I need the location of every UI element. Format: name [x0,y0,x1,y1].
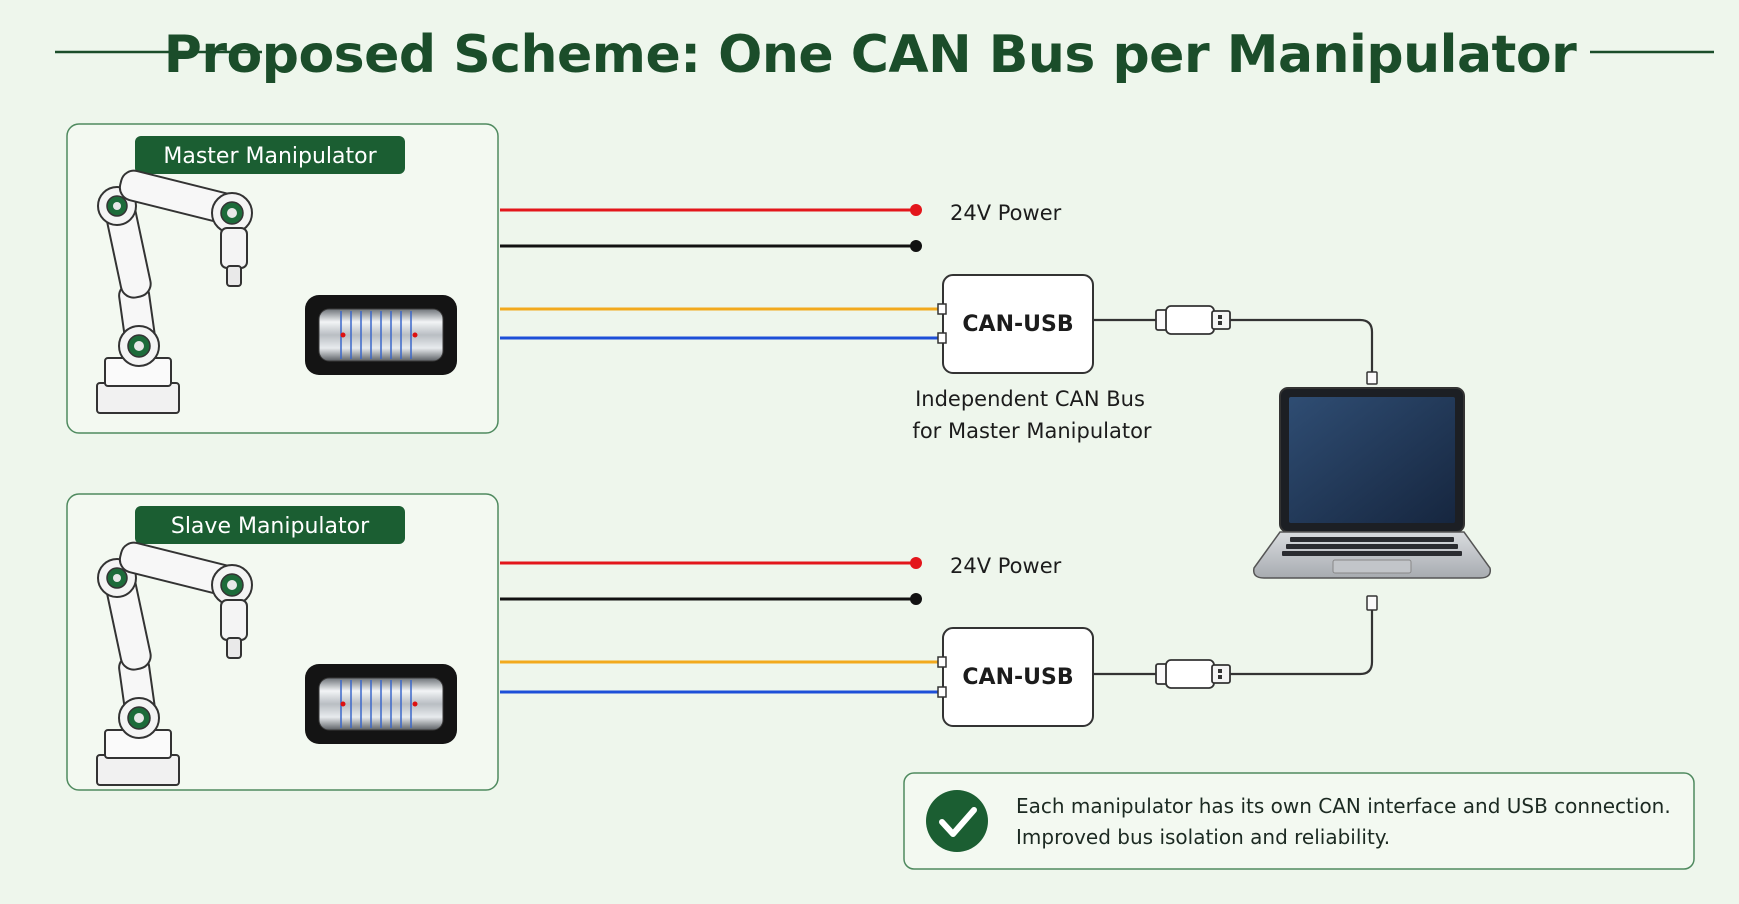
slave-usb-plug-icon [1155,659,1231,689]
slave-power-label: 24V Power [950,554,1062,578]
slave-adapter-label: CAN-USB [962,665,1073,690]
master-usb-plug-icon [1155,305,1231,335]
note-line2: Improved bus isolation and reliability. [1016,825,1390,849]
master-motor-icon [304,294,458,376]
slave-power-negative-terminal [910,593,922,605]
bus-caption-line2: for Master Manipulator [912,419,1151,443]
master-panel-title: Master Manipulator [163,144,377,169]
master-usb-cable-to-laptop [1230,318,1374,372]
note-line1: Each manipulator has its own CAN interfa… [1016,794,1671,818]
master-panel-badge [135,136,405,174]
slave-motor-icon [304,663,458,745]
master-adapter-label: CAN-USB [962,312,1073,337]
note-box [903,772,1695,870]
slave-panel-badge [135,506,405,544]
checkmark-icon [926,790,988,852]
bus-caption-line1: Independent CAN Bus [915,387,1145,411]
master-power-positive-terminal [910,204,922,216]
master-can-usb-adapter [942,274,1094,374]
page-title: Proposed Scheme: One CAN Bus per Manipul… [164,25,1577,85]
slave-can-usb-adapter [942,627,1094,727]
master-power-negative-terminal [910,240,922,252]
slave-panel-title: Slave Manipulator [171,514,370,539]
slave-power-positive-terminal [910,557,922,569]
master-power-label: 24V Power [950,201,1062,225]
slave-usb-cable-to-laptop [1230,610,1374,676]
laptop-icon [1252,387,1492,579]
